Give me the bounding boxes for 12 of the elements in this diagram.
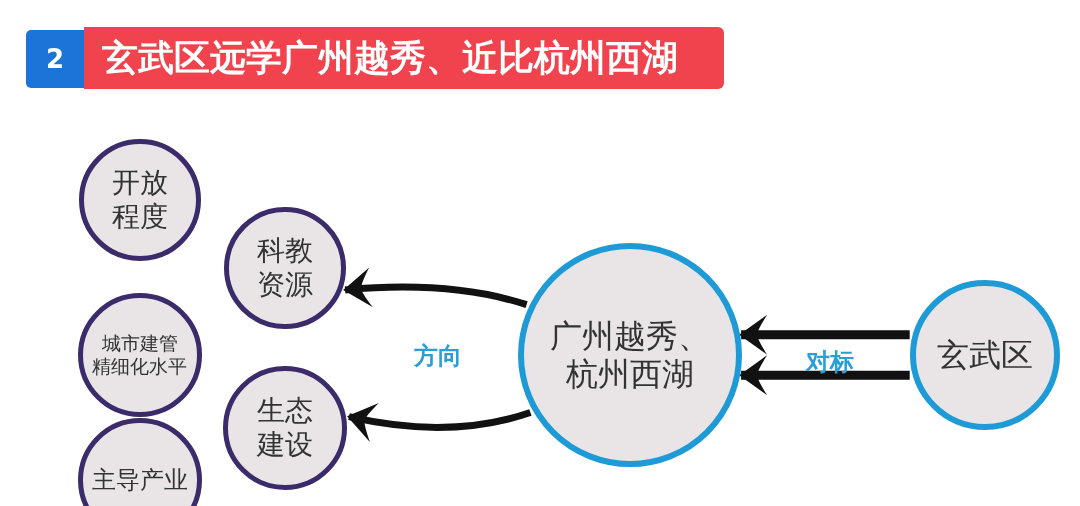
node-label: 玄武区 bbox=[936, 335, 1034, 375]
node-label: 主导产业 bbox=[91, 465, 189, 495]
node-label: 科教资源 bbox=[256, 234, 314, 302]
arrow-label: 方向 bbox=[414, 341, 462, 372]
arrow-label: 对标 bbox=[806, 347, 854, 378]
node-label: 生态建设 bbox=[255, 394, 314, 462]
circle-node bbox=[78, 418, 202, 506]
number-badge: 2 bbox=[26, 30, 84, 88]
title-banner: 玄武区远学广州越秀、近比杭州西湖 bbox=[84, 27, 724, 89]
node-label: 城市建管精细化水平 bbox=[92, 332, 188, 378]
node-label: 广州越秀、杭州西湖 bbox=[549, 316, 711, 394]
node-label: 开放程度 bbox=[111, 166, 169, 234]
